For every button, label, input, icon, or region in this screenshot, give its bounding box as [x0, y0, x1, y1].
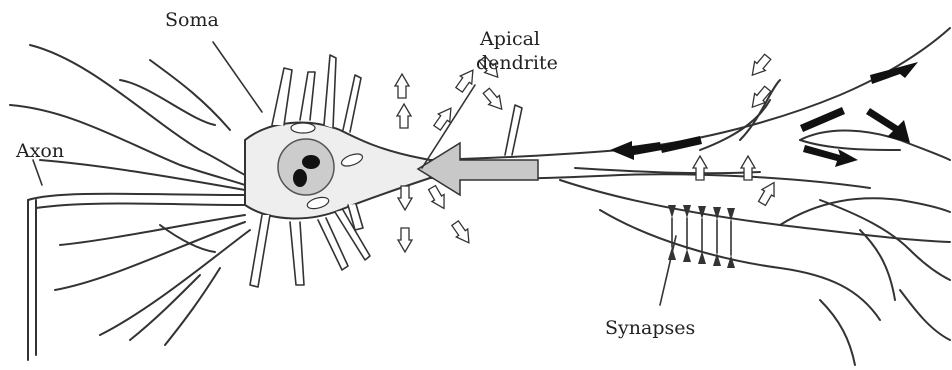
apical-label-line2: dendrite	[476, 52, 558, 74]
mitochondrion	[291, 123, 315, 133]
nucleolus	[302, 155, 320, 169]
axon-branches	[10, 45, 250, 360]
nucleolus-2	[293, 169, 307, 187]
axon-label: Axon	[15, 140, 64, 162]
apical-label-line1: Apical	[479, 28, 540, 50]
black-arrows	[610, 62, 918, 167]
synapses-label: Synapses	[605, 317, 695, 339]
soma-label: Soma	[165, 9, 219, 31]
